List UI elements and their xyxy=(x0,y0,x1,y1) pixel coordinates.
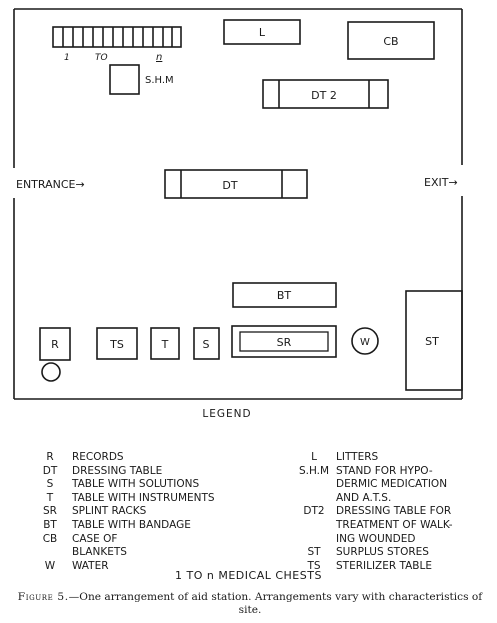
legend-code: SR xyxy=(43,505,57,518)
shm-label: S.H.M xyxy=(145,75,174,86)
legend-code: S xyxy=(46,478,54,491)
legend-description: TABLE WITH INSTRUMENTS xyxy=(72,491,215,504)
aid-station-floor-plan: 1 TO n L CB S.H.M DT 2 ENTRANCE→ EXIT→ D… xyxy=(13,8,463,400)
blankets-label: CB xyxy=(383,35,398,48)
legend-description: DRESSING TABLE FOR xyxy=(336,505,452,518)
legend-description: SPLINT RACKS xyxy=(72,505,147,518)
legend-code: BT xyxy=(43,518,57,531)
legend-description: BLANKETS xyxy=(72,546,127,559)
legend-entry: S.H.M STAND FOR HYPO- xyxy=(292,465,452,479)
legend-description: RECORDS xyxy=(72,451,124,463)
legend-description: SURPLUS STORES xyxy=(336,546,429,559)
room-walls xyxy=(13,8,463,400)
legend-description: DRESSING TABLE xyxy=(72,464,163,477)
legend-code xyxy=(292,533,336,547)
sterilizer-table-box xyxy=(96,327,138,360)
figure-number: Figure 5. xyxy=(17,591,69,603)
solutions-table-box xyxy=(193,327,220,360)
figure-caption: Figure 5.—One arrangement of aid station… xyxy=(12,591,488,617)
legend-entry: R RECORDS xyxy=(28,451,215,465)
splint-racks-label: SR xyxy=(277,336,292,349)
dt2-table xyxy=(262,79,389,109)
blankets-box xyxy=(347,21,435,60)
bandage-table-label: BT xyxy=(277,289,292,302)
legend-code xyxy=(292,519,336,533)
sterilizer-table-label: TS xyxy=(109,338,124,351)
dt-label: DT xyxy=(222,179,237,192)
legend-code: TS xyxy=(307,559,321,572)
splint-racks-inner xyxy=(239,331,329,352)
water-label: W xyxy=(360,337,370,348)
legend-description: STAND FOR HYPO- xyxy=(336,464,433,477)
legend-entry: BT TABLE WITH BANDAGE xyxy=(28,519,215,533)
chest-end-label: n xyxy=(156,52,162,63)
legend-code: ST xyxy=(307,546,321,559)
legend-description: STERILIZER TABLE xyxy=(336,559,432,572)
records-box xyxy=(39,327,71,361)
legend-left-column: R RECORDS DT DRESSING TABLE S TABLE WITH SOLU… xyxy=(28,451,215,573)
litters-box xyxy=(223,19,301,45)
legend-entry: TREATMENT OF WALK- xyxy=(292,519,452,533)
bandage-table-box xyxy=(232,282,337,308)
surplus-stores-box xyxy=(405,290,463,391)
legend-entry: CB CASE OF xyxy=(28,533,215,547)
legend-description: TREATMENT OF WALK- xyxy=(336,518,453,531)
legend-code: S.H.M xyxy=(298,464,330,477)
records-label: R xyxy=(51,338,59,351)
legend-description: DERMIC MEDICATION xyxy=(336,478,448,491)
legend-description: AND A.T.S. xyxy=(336,491,392,504)
legend-description: LITTERS xyxy=(336,451,379,463)
legend-code: W xyxy=(44,559,56,572)
caption-text: —One arrangement of aid station. Arrange… xyxy=(68,591,483,616)
legend-code xyxy=(292,492,336,506)
water-icon xyxy=(351,327,379,355)
legend-entry: ING WOUNDED xyxy=(292,533,452,547)
splint-racks-box xyxy=(231,325,337,358)
chest-to-label: TO xyxy=(95,53,108,63)
legend-entry: W WATER xyxy=(28,560,215,574)
medical-chests-note: 1 TO n MEDICAL CHESTS xyxy=(175,569,322,582)
dt-table xyxy=(164,169,308,199)
legend-description: CASE OF xyxy=(72,532,118,545)
legend-description: TABLE WITH BANDAGE xyxy=(72,518,191,531)
legend-description: WATER xyxy=(72,559,109,572)
legend-code: CB xyxy=(42,532,58,545)
legend-code: L xyxy=(311,451,317,463)
legend-entry: ST SURPLUS STORES xyxy=(292,546,452,560)
legend-entry: DT DRESSING TABLE xyxy=(28,465,215,479)
records-stool-icon xyxy=(41,362,61,382)
legend-entry: T TABLE WITH INSTRUMENTS xyxy=(28,492,215,506)
dt2-label: DT 2 xyxy=(311,89,337,102)
legend-code: R xyxy=(46,451,54,463)
chest-start-label: 1 xyxy=(64,53,70,63)
legend-description: TABLE WITH SOLUTIONS xyxy=(72,478,200,491)
surplus-stores-label: ST xyxy=(425,335,439,348)
legend-entry: L LITTERS xyxy=(292,451,452,465)
legend-code xyxy=(28,546,72,560)
legend-right-column: L LITTERS S.H.M STAND FOR HYPO-DERMIC MEDIC… xyxy=(292,451,453,574)
legend-entry: SR SPLINT RACKS xyxy=(28,505,215,519)
instruments-table-box xyxy=(150,327,180,360)
legend-description: ING WOUNDED xyxy=(336,532,416,545)
legend-entry: DT2 DRESSING TABLE FOR xyxy=(292,505,452,519)
legend-code xyxy=(292,478,336,492)
legend-code: DT xyxy=(42,464,58,477)
legend-title: LEGEND xyxy=(202,408,252,420)
solutions-table-label: S xyxy=(203,338,210,351)
legend-entry: S TABLE WITH SOLUTIONS xyxy=(28,478,215,492)
entrance-label: ENTRANCE→ xyxy=(16,178,85,191)
litters-label: L xyxy=(259,26,266,39)
legend-entry: DERMIC MEDICATION xyxy=(292,478,452,492)
legend-entry: AND A.T.S. xyxy=(292,492,452,506)
legend-entry: BLANKETS xyxy=(28,546,215,560)
exit-label: EXIT→ xyxy=(424,176,458,189)
legend-code: DT2 xyxy=(303,505,325,518)
legend-code: T xyxy=(46,491,54,504)
legend-entry: TS STERILIZER TABLE xyxy=(292,560,452,574)
shm-box xyxy=(109,64,140,95)
instruments-table-label: T xyxy=(161,338,169,351)
medical-chests xyxy=(52,26,182,48)
